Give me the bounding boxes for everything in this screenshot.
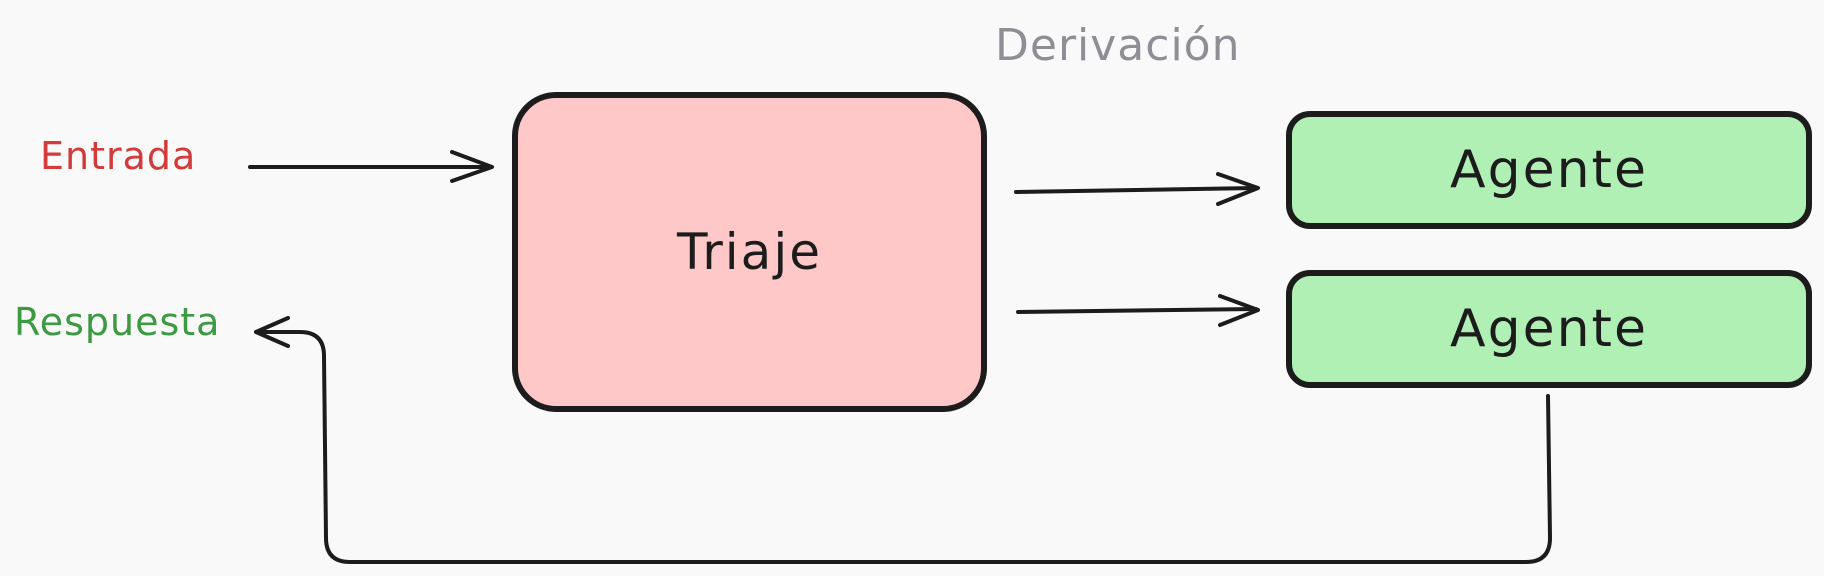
triage-node: Triaje [512, 92, 987, 412]
agent-node-1-label: Agente [1450, 140, 1648, 200]
agent-node-1: Agente [1286, 111, 1812, 229]
agent-node-2: Agente [1286, 270, 1812, 388]
arrowhead-entrada-to-triaje [450, 150, 494, 183]
arrowhead-agente-to-respuesta [254, 316, 290, 348]
arrowhead-triaje-to-agente-2 [1218, 294, 1260, 327]
arrowhead-triaje-to-agente-1 [1216, 172, 1260, 206]
output-label: Respuesta [14, 300, 221, 344]
agent-node-2-label: Agente [1450, 299, 1648, 359]
arrow-agente-to-respuesta [254, 330, 1552, 564]
triage-node-label: Triaje [677, 223, 822, 281]
input-label: Entrada [40, 134, 197, 178]
arrow-triaje-to-agente-1 [1014, 186, 1258, 194]
diagram-title: Derivación [995, 20, 1241, 71]
arrow-triaje-to-agente-2 [1016, 307, 1258, 314]
